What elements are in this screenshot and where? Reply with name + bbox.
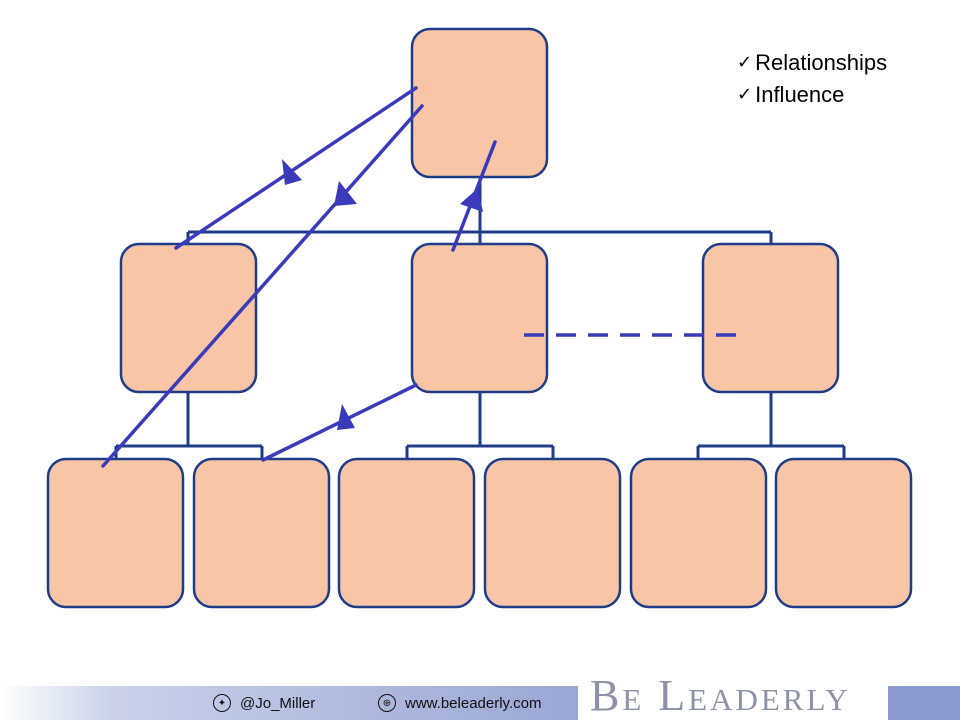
line-top-to-bottom-left [101, 104, 424, 468]
checklist-item-relationships: ✓ Relationships [737, 47, 887, 79]
box-level3-5 [629, 457, 768, 609]
checkmark-icon: ✓ [737, 52, 753, 73]
box-level2-left [119, 242, 258, 394]
arrowhead-3 [460, 188, 483, 212]
line-top-to-left [174, 86, 418, 250]
brand-logo-text: Be Leaderly [590, 671, 851, 720]
footer-website: ⊕ www.beleaderly.com [378, 694, 541, 712]
hierarchy-connectors [114, 177, 846, 459]
org-boxes [46, 27, 913, 609]
footer-gradient-band [0, 686, 578, 720]
twitter-bird-icon: ✦ [213, 694, 231, 712]
website-url: www.beleaderly.com [405, 694, 542, 712]
checklist-label: Relationships [755, 50, 888, 75]
checklist: ✓ Relationships ✓ Influence [737, 47, 887, 111]
arrowhead-2 [334, 181, 357, 206]
box-level3-4 [483, 457, 622, 609]
checklist-item-influence: ✓ Influence [737, 79, 887, 111]
box-top [410, 27, 549, 179]
box-level2-center [410, 242, 549, 394]
box-level3-3 [337, 457, 476, 609]
globe-icon: ⊕ [378, 694, 396, 712]
footer-right-band [888, 686, 960, 720]
box-level3-2 [192, 457, 331, 609]
arrowheads [282, 159, 483, 430]
twitter-handle: @Jo_Miller [240, 694, 316, 712]
footer-twitter: ✦ @Jo_Miller [213, 694, 315, 712]
arrowhead-1 [282, 159, 302, 185]
checklist-label: Influence [755, 82, 845, 107]
box-level3-6 [774, 457, 913, 609]
checkmark-icon: ✓ [737, 84, 753, 105]
footer-bar: ✦ @Jo_Miller ⊕ www.beleaderly.com [0, 686, 960, 720]
box-level2-right [701, 242, 840, 394]
arrowhead-4 [337, 404, 355, 430]
box-level3-1 [46, 457, 185, 609]
